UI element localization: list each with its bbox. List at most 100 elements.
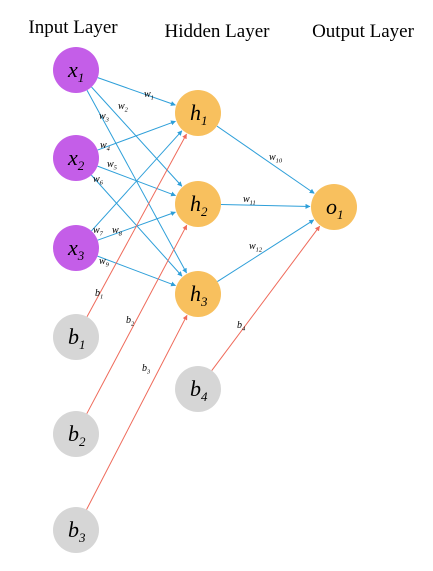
edge-label-var: w bbox=[99, 256, 106, 267]
edge-label-w5: w5 bbox=[107, 159, 118, 172]
node-label-var: b bbox=[68, 324, 79, 349]
edge-label-var: b bbox=[126, 315, 131, 326]
edge-label-w8: w8 bbox=[112, 225, 123, 238]
node-b2: b2 bbox=[53, 411, 99, 457]
edge-label-sub: 2 bbox=[131, 321, 135, 328]
edge-x1-h3 bbox=[86, 89, 187, 274]
edge-x1-h1 bbox=[97, 77, 176, 106]
hidden-layer-title: Hidden Layer bbox=[165, 21, 271, 42]
edge-label-sub: 4 bbox=[242, 326, 246, 333]
edge-label-sub: 1 bbox=[100, 294, 103, 301]
edge-h1-o1 bbox=[216, 125, 315, 194]
node-label-var: x bbox=[67, 57, 78, 82]
edge-label-var: w bbox=[144, 89, 151, 100]
node-b2-circle bbox=[53, 411, 99, 457]
node-label-var: h bbox=[190, 100, 201, 125]
node-o1-label: o1 bbox=[326, 194, 344, 222]
edge-label-sub: 9 bbox=[106, 262, 110, 269]
edge-x3-h3 bbox=[97, 255, 177, 287]
edge-label-var: w bbox=[93, 225, 100, 236]
node-o1-circle bbox=[311, 184, 357, 230]
edge-b3-h3 bbox=[86, 314, 188, 510]
edge-label-var: w bbox=[112, 225, 119, 236]
edge-label-sub: 6 bbox=[100, 180, 104, 187]
node-h3: h3 bbox=[175, 271, 221, 317]
node-label-sub: 2 bbox=[79, 434, 86, 449]
node-label-sub: 3 bbox=[200, 294, 208, 309]
edge-h3-o1 bbox=[217, 219, 315, 283]
node-x2: x2 bbox=[53, 135, 99, 181]
edge-label-w6: w6 bbox=[93, 174, 104, 187]
node-h2-label: h2 bbox=[190, 191, 208, 219]
node-label-sub: 1 bbox=[201, 113, 208, 128]
node-x3-circle bbox=[53, 225, 99, 271]
node-x1-circle bbox=[53, 47, 99, 93]
edge-label-sub: 3 bbox=[146, 369, 151, 376]
node-b2-label: b2 bbox=[68, 421, 86, 449]
edge-label-var: w bbox=[107, 159, 114, 170]
node-label-sub: 2 bbox=[201, 204, 208, 219]
node-x2-circle bbox=[53, 135, 99, 181]
node-b4-circle bbox=[175, 366, 221, 412]
node-label-sub: 1 bbox=[78, 70, 85, 85]
edge-x1-h2 bbox=[91, 86, 183, 187]
edge-label-var: w bbox=[93, 174, 100, 185]
edge-label-sub: 8 bbox=[119, 231, 123, 238]
node-b3-circle bbox=[53, 507, 99, 553]
node-o1: o1 bbox=[311, 184, 357, 230]
edge-label-var: b bbox=[142, 363, 147, 374]
node-h2-circle bbox=[175, 181, 221, 227]
node-h1-circle bbox=[175, 90, 221, 136]
node-label-var: x bbox=[67, 145, 78, 170]
edge-label-var: w bbox=[243, 194, 250, 205]
node-label-sub: 3 bbox=[78, 530, 86, 545]
output-layer-title: Output Layer bbox=[312, 21, 415, 42]
node-x2-label: x2 bbox=[67, 145, 85, 173]
edge-label-sub: 11 bbox=[250, 200, 256, 207]
node-h2: h2 bbox=[175, 181, 221, 227]
edge-label-sub: 7 bbox=[100, 231, 104, 238]
node-b1-circle bbox=[53, 314, 99, 360]
node-label-var: h bbox=[190, 281, 201, 306]
edge-label-var: b bbox=[237, 320, 242, 331]
edges-layer bbox=[86, 77, 321, 510]
node-label-var: b bbox=[190, 376, 201, 401]
node-h3-label: h3 bbox=[190, 281, 208, 309]
edge-label-w4: w4 bbox=[100, 140, 111, 153]
node-label-sub: 2 bbox=[78, 158, 85, 173]
edge-label-sub: 1 bbox=[151, 95, 154, 102]
edge-label-w1: w1 bbox=[144, 89, 154, 102]
input-layer-title: Input Layer bbox=[28, 17, 118, 38]
node-x1-label: x1 bbox=[67, 57, 84, 85]
node-x1: x1 bbox=[53, 47, 99, 93]
node-h1: h1 bbox=[175, 90, 221, 136]
edge-label-b2: b2 bbox=[126, 315, 135, 328]
edge-label-sub: 10 bbox=[276, 158, 283, 165]
edge-label-w2: w2 bbox=[118, 101, 129, 114]
edge-label-var: w bbox=[100, 140, 107, 151]
edge-label-w11: w11 bbox=[243, 194, 256, 207]
edge-label-var: w bbox=[269, 152, 276, 163]
node-h1-label: h1 bbox=[190, 100, 208, 128]
edge-label-w3: w3 bbox=[99, 111, 110, 124]
edge-x3-h1 bbox=[91, 130, 183, 232]
node-label-sub: 3 bbox=[77, 248, 85, 263]
node-b1: b1 bbox=[53, 314, 99, 360]
node-b1-label: b1 bbox=[68, 324, 86, 352]
edge-label-sub: 4 bbox=[107, 146, 111, 153]
edge-b4-o1 bbox=[211, 225, 321, 371]
edge-label-sub: 12 bbox=[256, 247, 263, 254]
node-b4-label: b4 bbox=[190, 376, 208, 404]
edge-x2-h1 bbox=[97, 120, 176, 151]
edge-label-var: b bbox=[95, 288, 100, 299]
edge-label-b4: b4 bbox=[237, 320, 246, 333]
edge-label-w9: w9 bbox=[99, 256, 110, 269]
node-b3: b3 bbox=[53, 507, 99, 553]
edge-label-sub: 5 bbox=[114, 165, 118, 172]
node-b4: b4 bbox=[175, 366, 221, 412]
edge-label-w7: w7 bbox=[93, 225, 104, 238]
node-x3-label: x3 bbox=[67, 235, 85, 263]
